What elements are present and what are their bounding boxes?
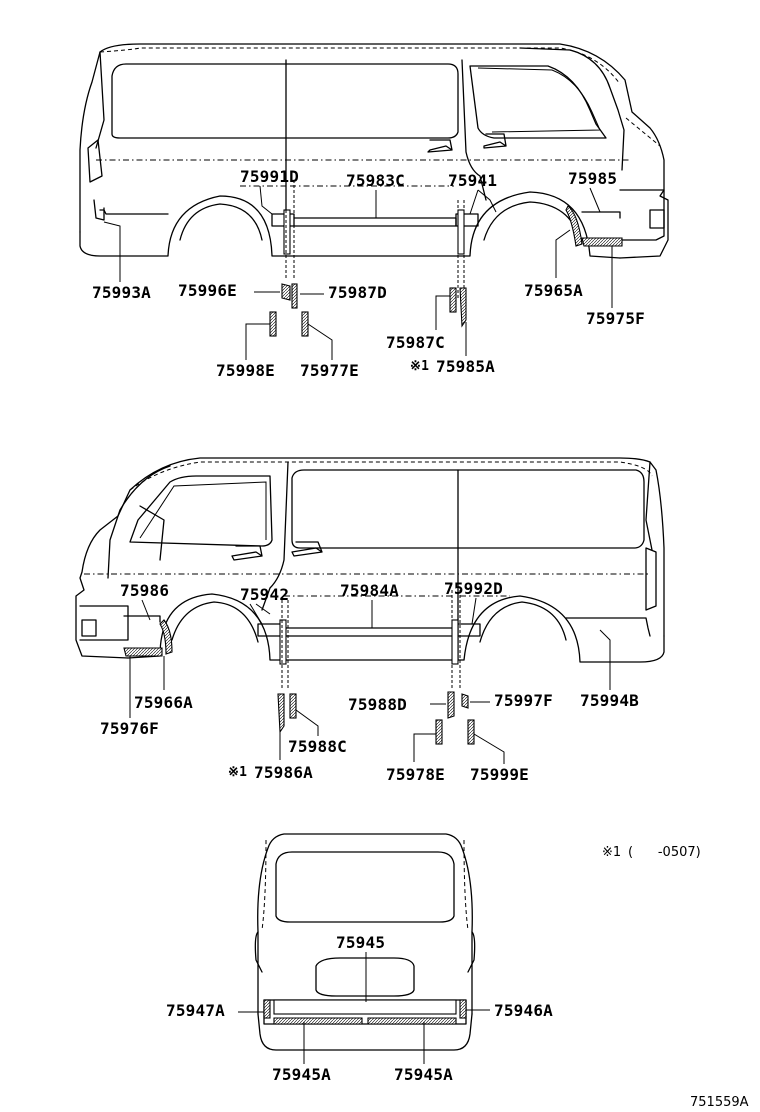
label-75999E: 75999E bbox=[470, 765, 529, 784]
van-left-side-view bbox=[79, 43, 669, 300]
label-75996E: 75996E bbox=[178, 281, 237, 300]
footnote: ※1 ( -0507) bbox=[602, 845, 701, 860]
label-75941: 75941 bbox=[448, 171, 497, 190]
label-75997F: 75997F bbox=[494, 691, 553, 710]
label-75984A: 75984A bbox=[340, 581, 399, 600]
label-note-mark-middle: ※1 bbox=[228, 765, 247, 780]
label-75998E: 75998E bbox=[216, 361, 275, 380]
label-75978E: 75978E bbox=[386, 765, 445, 784]
label-75946A: 75946A bbox=[494, 1001, 553, 1020]
label-75985A: 75985A bbox=[436, 357, 495, 376]
label-75986A: 75986A bbox=[254, 763, 313, 782]
footnote-mark: ※1 bbox=[602, 845, 621, 860]
van-rear-view bbox=[254, 833, 476, 1051]
rear-labels: 75945 75947A 75946A 75945A 75945A bbox=[166, 933, 553, 1084]
footnote-text: ( -0507) bbox=[628, 845, 701, 860]
label-75985: 75985 bbox=[568, 169, 617, 188]
label-75987D: 75987D bbox=[328, 283, 387, 302]
label-75966A: 75966A bbox=[134, 693, 193, 712]
middle-loose-parts bbox=[277, 691, 475, 745]
label-75976F: 75976F bbox=[100, 719, 159, 738]
label-75988D: 75988D bbox=[348, 695, 407, 714]
upper-loose-parts bbox=[269, 283, 467, 337]
van-right-side-view bbox=[75, 457, 665, 690]
label-75991D: 75991D bbox=[240, 167, 299, 186]
label-75992D: 75992D bbox=[444, 579, 503, 598]
label-75987C: 75987C bbox=[386, 333, 445, 352]
label-75965A: 75965A bbox=[524, 281, 583, 300]
label-75983C: 75983C bbox=[346, 171, 405, 190]
drawing-code: 751559A bbox=[690, 1095, 749, 1110]
label-75945A-right: 75945A bbox=[394, 1065, 453, 1084]
label-note-mark-upper: ※1 bbox=[410, 359, 429, 374]
middle-labels: 75986 75942 75984A 75992D 75966A 75976F … bbox=[100, 579, 639, 784]
label-75942: 75942 bbox=[240, 585, 289, 604]
label-75977E: 75977E bbox=[300, 361, 359, 380]
label-75994B: 75994B bbox=[580, 691, 639, 710]
upper-labels: 75991D 75983C 75941 75985 75993A 75996E … bbox=[92, 167, 645, 380]
label-75947A: 75947A bbox=[166, 1001, 225, 1020]
label-75986: 75986 bbox=[120, 581, 169, 600]
label-75975F: 75975F bbox=[586, 309, 645, 328]
label-75945A-left: 75945A bbox=[272, 1065, 331, 1084]
label-75993A: 75993A bbox=[92, 283, 151, 302]
label-75945: 75945 bbox=[336, 933, 385, 952]
label-75988C: 75988C bbox=[288, 737, 347, 756]
